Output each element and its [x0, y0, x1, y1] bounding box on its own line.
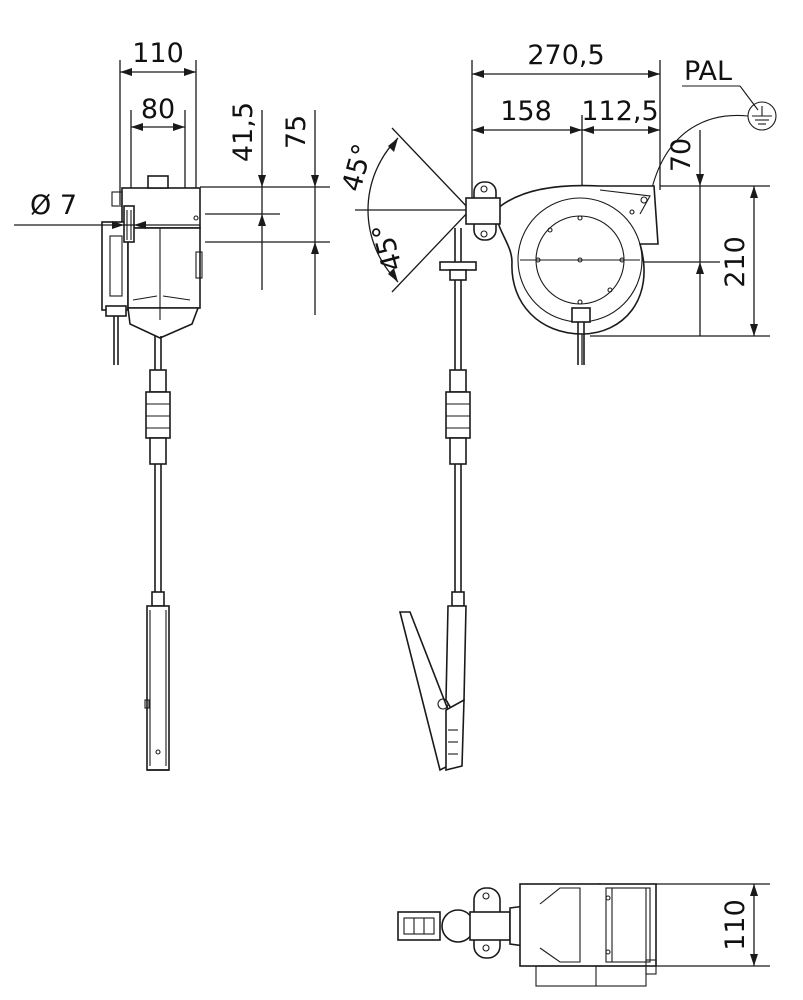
dim-right-span: 112,5 [581, 96, 658, 127]
dim-bottom-width: 110 [720, 899, 751, 951]
front-view: 270,5 158 112,5 PAL 70 210 [337, 40, 777, 772]
dim-side-inner-width: 80 [141, 94, 175, 125]
dim-offset-lower: 75 [281, 115, 312, 149]
dim-left-span: 158 [500, 96, 552, 127]
pal-label: PAL [684, 56, 732, 87]
dim-top-offset: 70 [666, 138, 697, 172]
earth-ground-icon [747, 101, 777, 131]
top-view: 110 [397, 883, 770, 987]
dim-side-width: 110 [132, 38, 184, 69]
side-view: 110 80 Ø 7 41, [14, 38, 330, 771]
dim-angle-up: 45° [337, 141, 379, 195]
dim-total-width: 270,5 [527, 40, 604, 71]
dim-angle-down: 45° [367, 220, 409, 274]
dim-offset-upper: 41,5 [228, 102, 259, 162]
alligator-clamp-icon [398, 605, 467, 772]
dim-hole-diameter: Ø 7 [30, 190, 77, 221]
dim-height: 210 [720, 236, 751, 288]
